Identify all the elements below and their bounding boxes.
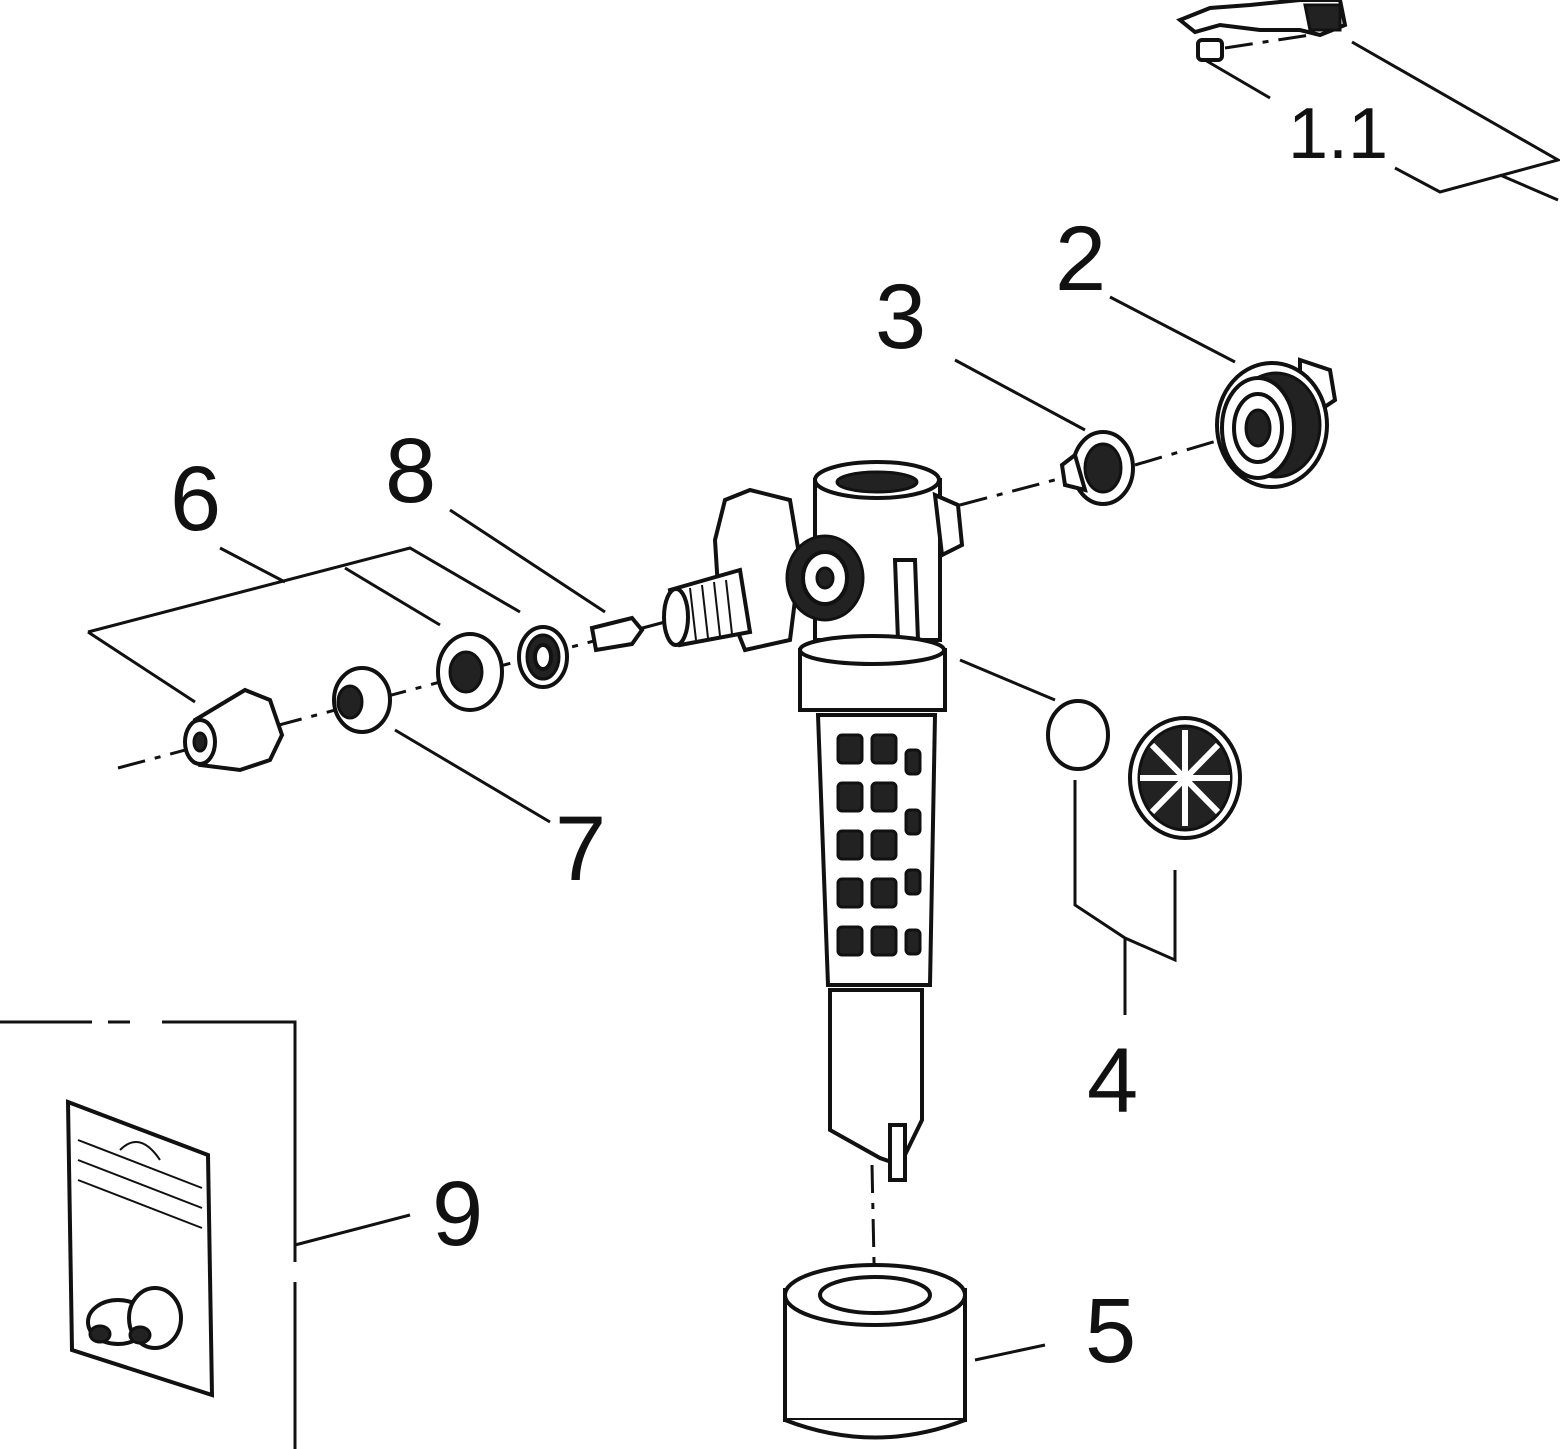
part-3-valve-cap: [954, 358, 1135, 506]
label-4: 4: [1087, 1030, 1138, 1132]
part-2-threaded-nut: [1109, 295, 1338, 489]
label-9: 9: [432, 1163, 483, 1265]
part-8-washer: [517, 625, 569, 689]
part-6-cone-nut: [183, 687, 285, 773]
label-8: 8: [385, 420, 436, 522]
filter-mesh: [836, 733, 922, 957]
part-5-cylinder: [783, 1263, 1046, 1440]
label-3: 3: [875, 266, 926, 368]
label-7: 7: [555, 798, 606, 900]
label-6: 6: [170, 448, 221, 550]
label-1-1: 1.1: [1288, 94, 1388, 174]
label-5: 5: [1085, 1280, 1136, 1382]
part-8-screw: [589, 615, 645, 653]
part-6-hex-nut: [436, 632, 504, 712]
label-2: 2: [1055, 208, 1106, 310]
part-9-service-kit: [0, 1020, 411, 1449]
part-1-1: [1176, 0, 1560, 202]
part-4-ring-and-disc: [959, 658, 1242, 1015]
part-main-body: [662, 460, 965, 1182]
part-7-small-nut: [332, 666, 392, 734]
